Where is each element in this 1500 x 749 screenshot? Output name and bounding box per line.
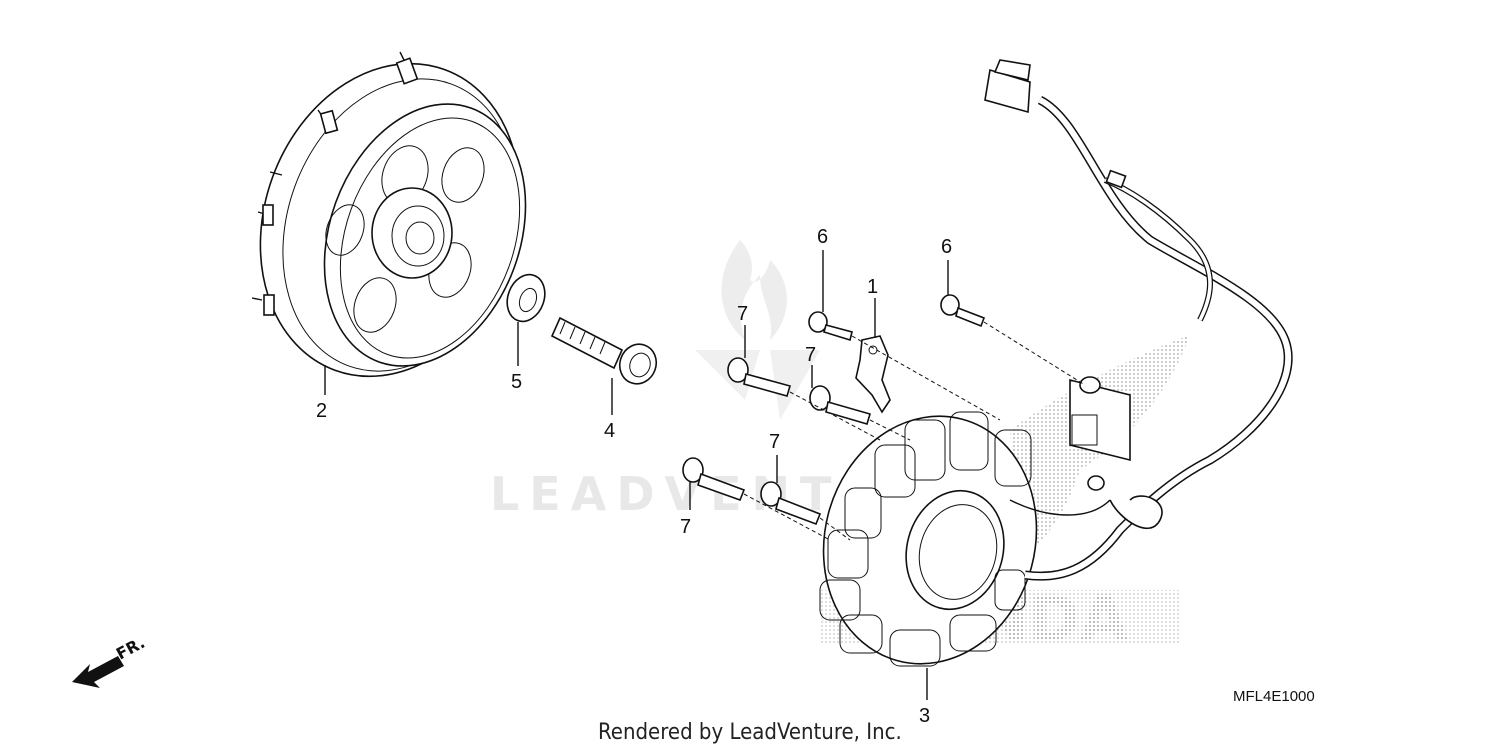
callout-5: 5 bbox=[511, 371, 522, 393]
diagram-code: MFL4E1000 bbox=[1233, 688, 1315, 705]
flywheel-rotor bbox=[251, 51, 527, 378]
washer bbox=[506, 273, 546, 323]
flange-bolt bbox=[550, 316, 658, 385]
screw-6-right bbox=[940, 294, 986, 328]
render-credit: Rendered by LeadVenture, Inc. bbox=[598, 720, 902, 745]
screw-7-b bbox=[809, 385, 871, 425]
callout-1: 1 bbox=[867, 276, 878, 298]
callout-7-mid: 7 bbox=[805, 344, 816, 366]
screw-7-d bbox=[760, 481, 822, 526]
callout-2: 2 bbox=[316, 400, 327, 422]
callout-4: 4 bbox=[604, 420, 615, 442]
callout-3: 3 bbox=[919, 705, 930, 727]
screw-6-left bbox=[808, 311, 853, 342]
callout-7-lower: 7 bbox=[769, 431, 780, 453]
front-direction-arrow: FR. bbox=[72, 633, 148, 688]
callout-7-top: 7 bbox=[737, 303, 748, 325]
callout-6-right: 6 bbox=[941, 236, 952, 258]
callout-6-left: 6 bbox=[817, 226, 828, 248]
screw-7-a bbox=[727, 357, 792, 397]
stator-assembly bbox=[819, 411, 1111, 667]
wiring-harness bbox=[984, 59, 1293, 581]
leader-lines bbox=[324, 250, 1086, 700]
screw-7-c bbox=[682, 457, 746, 502]
small-connector bbox=[1105, 169, 1127, 189]
callout-7-left: 7 bbox=[680, 516, 691, 538]
pulser-coil bbox=[1069, 378, 1131, 462]
